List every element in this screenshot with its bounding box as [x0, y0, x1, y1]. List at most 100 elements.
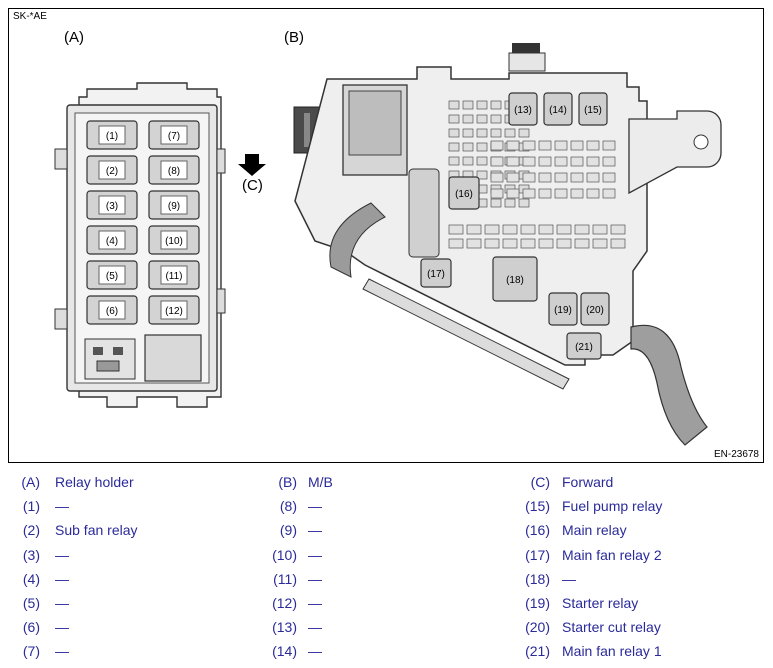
relay-16: (16): [448, 176, 480, 210]
relay-label-16: (16): [455, 189, 473, 200]
fuse: [476, 114, 488, 124]
fuse: [466, 238, 482, 249]
fuse: [490, 128, 502, 138]
relay-5: (5): [86, 260, 138, 290]
legend-text: Main fan relay 1: [562, 643, 662, 660]
fuse: [448, 100, 460, 110]
relay-label-21: (21): [575, 342, 593, 353]
fuse: [448, 128, 460, 138]
legend-text: —: [55, 619, 69, 636]
legend-number: (3): [22, 546, 40, 563]
fuse: [504, 128, 516, 138]
fuse: [570, 172, 584, 183]
fuse-box-drawing: (1)(2)(3)(4)(5)(6)(7)(8)(9)(10)(11)(12): [54, 43, 722, 446]
relay-label-14: (14): [549, 105, 567, 116]
legend-text: Sub fan relay: [55, 522, 138, 539]
legend-number: (5): [22, 595, 40, 611]
legend-number: (4): [22, 570, 40, 587]
legend-item: (1)—: [10, 498, 69, 518]
fuse-grid: [448, 100, 626, 249]
legend-number: (14): [272, 643, 297, 660]
legend-text: Main fan relay 2: [562, 546, 662, 563]
fuse: [602, 140, 616, 151]
fuse: [504, 198, 516, 208]
legend-number: (B): [278, 474, 297, 490]
relay-14: (14): [543, 92, 573, 126]
fuse: [520, 238, 536, 249]
fuse: [506, 172, 520, 183]
legend-text: Fuel pump relay: [562, 498, 663, 515]
relay-label-19: (19): [554, 305, 572, 316]
legend-item: (4)—: [10, 570, 69, 591]
relay-1: (1): [86, 120, 138, 150]
fuse: [462, 156, 474, 166]
legend-number: (7): [22, 643, 40, 660]
fuse: [448, 238, 464, 249]
legend-text: —: [55, 595, 69, 611]
legend-item: (11)—: [267, 570, 322, 591]
fuse: [592, 238, 608, 249]
relay-label-3: (3): [106, 201, 118, 212]
fuse: [586, 188, 600, 199]
fuse: [448, 142, 460, 152]
relay-3: (3): [86, 190, 138, 220]
legend-item: (17)Main fan relay 2: [520, 547, 662, 567]
diagram-frame: SK-*AE EN-23678 (A) (B) (C) (1)(2)(3)(4)…: [8, 8, 764, 463]
legend-text: M/B: [308, 474, 333, 490]
fuse: [570, 188, 584, 199]
panel-a-label: (A): [64, 29, 84, 46]
relay-15: (15): [578, 92, 608, 126]
fuse: [586, 172, 600, 183]
legend-number: (10): [272, 546, 297, 563]
fuse: [586, 156, 600, 167]
fuse: [586, 140, 600, 151]
legend-item: (20) Starter cut relay: [520, 619, 661, 639]
fuse: [522, 156, 536, 167]
legend-number: (11): [273, 570, 297, 587]
legend-text: —: [308, 619, 322, 636]
relay-2: (2): [86, 155, 138, 185]
relay-label-11: (11): [165, 271, 182, 282]
legend-text: —: [308, 498, 322, 515]
fuse: [538, 188, 552, 199]
relay-label-5: (5): [106, 271, 118, 282]
fuse: [462, 142, 474, 152]
legend-item: (13)—: [267, 619, 322, 639]
fuse: [490, 188, 504, 199]
fuse: [476, 128, 488, 138]
fuse: [554, 140, 568, 151]
legend-item: (18)—: [520, 571, 576, 591]
legend-text: Starter cut relay: [562, 619, 661, 636]
relay-label-4: (4): [106, 236, 118, 247]
relay-4: (4): [86, 225, 138, 255]
fuse: [602, 156, 616, 167]
figure-code: SK-*AE: [13, 11, 47, 22]
relay-label-2: (2): [106, 166, 118, 177]
legend-text: Starter relay: [562, 595, 639, 611]
relay-20: (20): [580, 292, 610, 326]
fuse: [570, 140, 584, 151]
relay-label-20: (20): [586, 305, 604, 316]
fuse: [476, 100, 488, 110]
fuse: [448, 156, 460, 166]
legend-item: (6)—: [10, 619, 69, 639]
fuse: [610, 224, 626, 235]
legend-number: (20): [525, 619, 550, 636]
forward-arrow-icon: [238, 154, 266, 176]
fuse: [538, 172, 552, 183]
relay-19: (19): [548, 292, 578, 326]
fuse: [538, 224, 554, 235]
fuse: [502, 224, 518, 235]
legend-item: (B) M/B: [267, 474, 333, 494]
fuse: [522, 172, 536, 183]
legend-item: (12)—: [267, 595, 322, 615]
relay-11: (11): [148, 260, 200, 290]
relay-label-15: (15): [584, 105, 602, 116]
fuse: [484, 224, 500, 235]
legend-item: (15) Fuel pump relay: [520, 498, 662, 518]
legend-number: (15): [525, 498, 550, 515]
fuse: [554, 172, 568, 183]
fuse: [554, 156, 568, 167]
legend-item: (19)Starter relay: [520, 595, 638, 615]
fuse: [538, 140, 552, 151]
